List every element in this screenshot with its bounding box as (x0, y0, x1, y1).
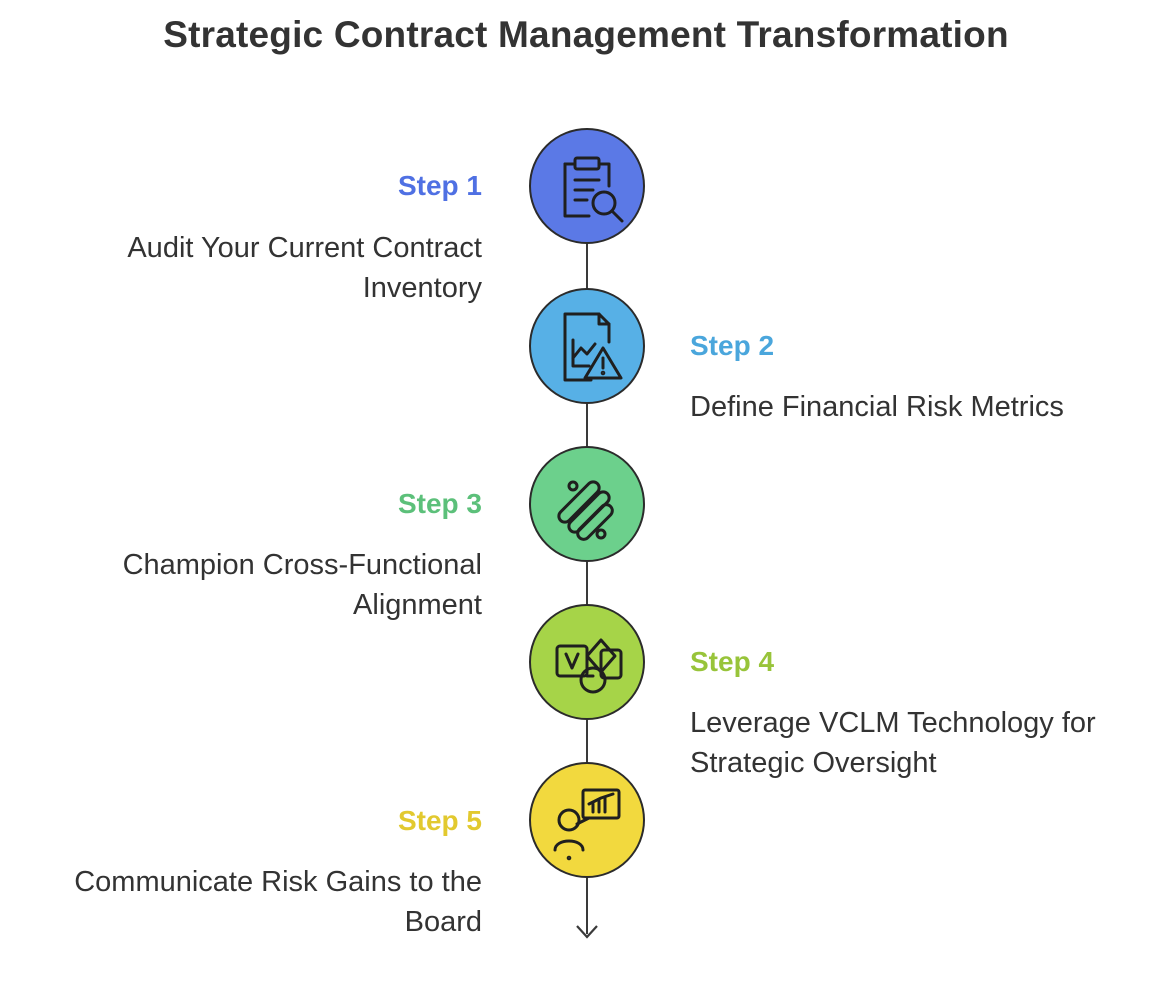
down-arrow-icon (576, 925, 598, 939)
step-3-text-line-2: Alignment (353, 589, 482, 621)
step-4-text-line-2: Strategic Oversight (690, 747, 937, 779)
step-4-text-line-1: Leverage VCLM Technology for (690, 707, 1096, 739)
step-1-circle (529, 128, 645, 244)
step-2-text: Define Financial Risk Metrics (690, 387, 1064, 427)
step-5-label: Step 5 (397, 805, 482, 836)
step-5-text-line-1: Communicate Risk Gains to the (74, 866, 482, 898)
connector-line (586, 404, 588, 448)
step-2-circle (529, 288, 645, 404)
step-1-text-line-2: Inventory (362, 272, 482, 304)
step-3-text: Champion Cross-Functional Alignment (123, 545, 482, 625)
step-2-label: Step 2 (690, 330, 775, 361)
diagram-title: Strategic Contract Management Transforma… (163, 14, 1009, 55)
alignment-bars-icon (557, 480, 614, 541)
step-1-label: Step 1 (397, 170, 482, 201)
connector-line (586, 562, 588, 606)
connector-line (586, 878, 588, 934)
step-4-text: Leverage VCLM Technology for Strategic O… (690, 703, 1096, 783)
vclm-shapes-icon (555, 638, 623, 694)
chart-warning-icon (563, 312, 623, 382)
connector-line (586, 720, 588, 764)
step-5-circle (529, 762, 645, 878)
step-5-text-line-2: Board (404, 906, 482, 938)
step-4-circle (529, 604, 645, 720)
step-3-text-line-1: Champion Cross-Functional (122, 549, 482, 581)
step-1-text-line-1: Audit Your Current Contract (127, 232, 482, 264)
presenter-chart-icon (553, 788, 621, 861)
step-3-circle (529, 446, 645, 562)
clipboard-search-icon (563, 156, 624, 223)
connector-line (586, 244, 588, 290)
step-5-text: Communicate Risk Gains to the Board (74, 862, 482, 942)
step-3-label: Step 3 (397, 488, 482, 519)
step-1-text: Audit Your Current Contract Inventory (127, 228, 482, 308)
step-2-text-line-1: Define Financial Risk Metrics (690, 391, 1064, 423)
step-4-label: Step 4 (690, 646, 775, 677)
